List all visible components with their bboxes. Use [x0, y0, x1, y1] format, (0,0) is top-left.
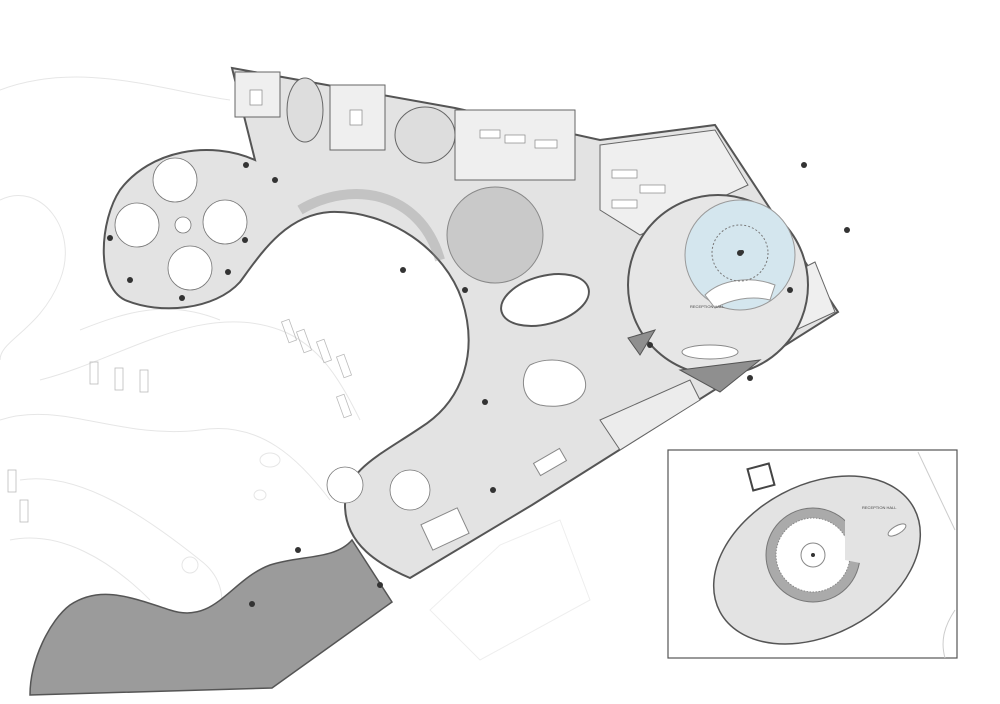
spiral-stair: [711, 224, 769, 282]
sofa-lounge: [420, 507, 470, 551]
inset-reception-label: RECEPTION HALL: [862, 505, 897, 510]
pod-meeting: [394, 106, 456, 164]
reception-desk: [681, 344, 739, 360]
triangular-room-2: [627, 329, 657, 356]
site-contour-lines: [0, 76, 361, 661]
inset-elevator: [746, 462, 776, 492]
exhibit-room: [599, 379, 701, 451]
bar-counter: [500, 273, 590, 327]
inset-desk: [887, 523, 907, 537]
outdoor-deck: [29, 538, 394, 696]
loungers: [7, 318, 353, 523]
site-plot-outline: [429, 519, 591, 661]
triangular-room: [678, 359, 762, 393]
round-tables: [114, 157, 431, 511]
pod-top: [286, 77, 324, 143]
feature-island: [522, 359, 587, 407]
inset-detail: RECEPTION HALL: [667, 449, 958, 659]
columns: [107, 162, 850, 607]
curved-seating: [297, 189, 445, 262]
meeting-zone: [446, 186, 544, 284]
pool-bridge: [704, 279, 776, 309]
reception-hall-label: RECEPTION HALL: [690, 304, 725, 309]
display-table: [532, 447, 568, 477]
desks: [249, 89, 666, 209]
